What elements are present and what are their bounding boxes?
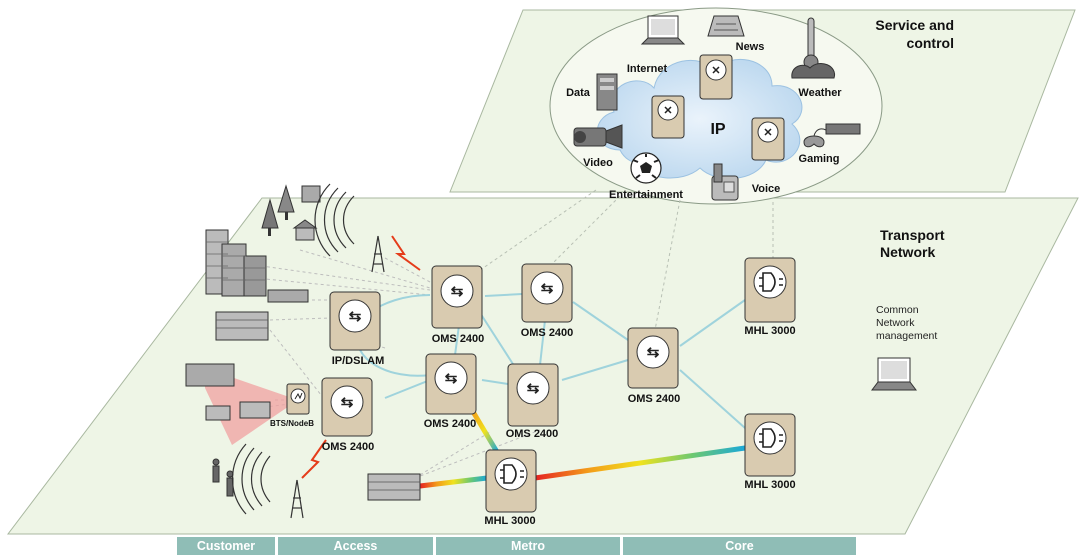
telephone-icon [711,163,739,201]
segment-customer: Customer [177,537,275,555]
label-oms-core: OMS 2400 [628,393,681,405]
lightning-top-icon [391,235,421,271]
svg-text:⇆: ⇆ [451,283,464,300]
svg-text:⇆: ⇆ [541,280,554,297]
label-mhl-core-top: MHL 3000 [744,325,795,337]
service-data: Data [566,87,591,99]
svg-text:⇆: ⇆ [647,344,660,361]
label-mhl-metro: MHL 3000 [484,515,535,527]
svg-text:⇆: ⇆ [445,370,458,387]
tree-icon [261,184,295,236]
svg-text:✕: ✕ [711,65,720,77]
office-building-icon [215,289,309,341]
game-console-icon [803,123,861,148]
label-bts-nodeb: BTS/NodeB [270,419,314,428]
label-mhl-core-bottom: MHL 3000 [744,479,795,491]
oms-metro-ml: ⇆ [425,353,477,415]
cloud-label: IP [710,121,725,138]
segment-core: Core [623,537,856,555]
ip-router-left: ✕ [651,95,685,139]
service-entertainment: Entertainment [609,189,683,201]
service-gaming: Gaming [799,153,840,165]
mgmt-line-1: Common [876,304,919,316]
mhl-core-bottom [744,413,796,477]
segment-access: Access [278,537,433,555]
management-laptop-icon [871,357,917,391]
fiber-customer-mhl [419,475,488,489]
bts-nodeb-device [286,383,310,415]
oms-metro-tr: ⇆ [521,263,573,323]
antenna-tower-top [371,235,385,273]
label-oms-metro-mr: OMS 2400 [506,428,559,440]
mhl-metro [485,449,537,513]
oms-access: ⇆ [321,377,373,437]
service-internet: Internet [627,63,668,75]
lightning-bottom-icon [301,439,327,479]
diagram-canvas: ⇆ ⇆ ⇆ ⇆ ⇆ ⇆ ⇆ [6,7,1079,535]
label-oms-access: OMS 2400 [322,441,375,453]
svg-text:⇆: ⇆ [341,394,354,411]
fiber-metro-core [534,445,746,481]
mgmt-line-3: management [876,330,937,342]
label-ip-dslam: IP/DSLAM [332,355,385,367]
customer-building-icon [367,473,421,501]
label-oms-metro-tr: OMS 2400 [521,327,574,339]
video-camera-icon [573,124,623,149]
oms-core: ⇆ [627,327,679,389]
service-video: Video [583,157,613,169]
service-voice: Voice [752,183,781,195]
news-icon [707,15,745,37]
svg-text:⇆: ⇆ [527,380,540,397]
soccer-ball-icon [630,152,662,184]
ip-router-top: ✕ [699,54,733,100]
server-icon [596,73,618,111]
segment-metro: Metro [436,537,620,555]
label-oms-metro-ml: OMS 2400 [424,418,477,430]
mgmt-line-2: Network [876,317,915,329]
oms-metro-mr: ⇆ [507,363,559,427]
service-title-1: Service and [875,17,954,33]
wireless-waves-top [314,183,355,257]
oms-metro-tl: ⇆ [431,265,483,329]
ip-router-right: ✕ [751,117,785,161]
svg-text:✕: ✕ [663,105,672,117]
service-weather: Weather [798,87,842,99]
factory-icon [185,363,271,421]
transport-title-2: Network [880,244,935,260]
service-news: News [736,41,765,53]
laptop-icon [640,15,686,45]
house-icon [292,185,321,241]
thermometer-icon [791,17,836,79]
building-cluster-icon [205,229,267,297]
service-links [459,189,774,331]
svg-text:⇆: ⇆ [349,308,362,325]
label-oms-metro-tl: OMS 2400 [432,333,485,345]
oms-ipdslam: ⇆ [329,291,381,351]
transport-title-1: Transport [880,227,945,243]
ip-cloud [597,58,803,179]
service-title-2: control [907,35,954,51]
fiber-oms-mhl [469,408,500,454]
pedestrians-icon [212,458,234,497]
svg-text:✕: ✕ [763,127,772,139]
mhl-core-top [744,257,796,323]
wireless-waves-bottom [231,443,271,515]
antenna-tower-bottom [290,479,304,519]
